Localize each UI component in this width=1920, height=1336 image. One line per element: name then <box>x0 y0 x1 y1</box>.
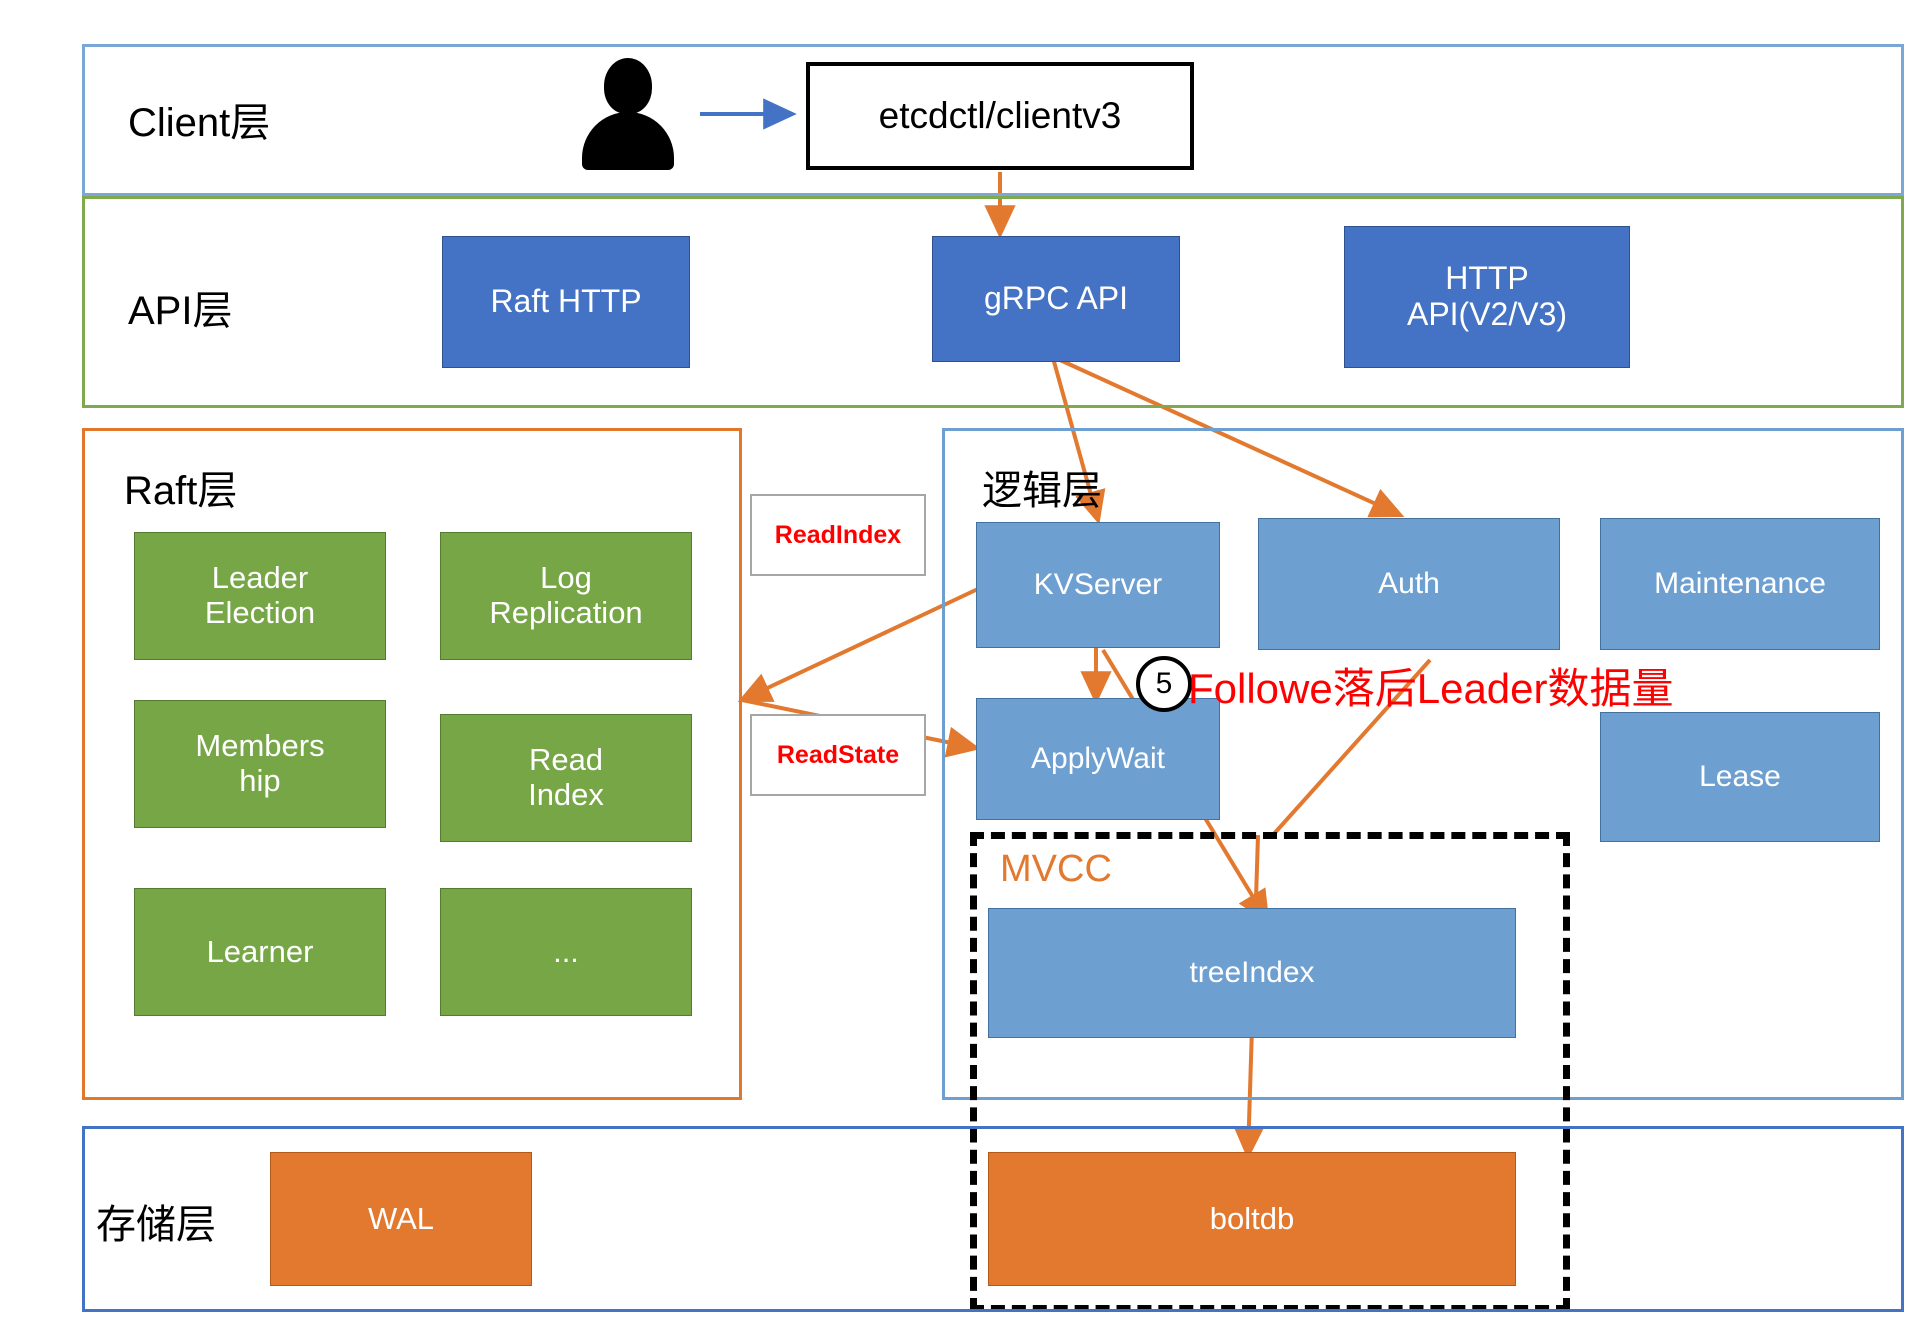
person-icon <box>578 58 678 170</box>
raft-node-learner[interactable]: Learner <box>134 888 386 1016</box>
logic-node-treeindex[interactable]: treeIndex <box>988 908 1516 1038</box>
raft-layer-container <box>82 428 742 1100</box>
person-body-icon <box>582 112 674 170</box>
logic-node-maintenance[interactable]: Maintenance <box>1600 518 1880 650</box>
annotation-step-number: 5 <box>1136 656 1192 712</box>
logic-node-kvserver[interactable]: KVServer <box>976 522 1220 648</box>
person-head-icon <box>604 58 652 114</box>
raft-node-membership[interactable]: Members hip <box>134 700 386 828</box>
raft-node-ellipsis[interactable]: ... <box>440 888 692 1016</box>
raft-layer-title: Raft层 <box>124 469 238 513</box>
mvcc-region <box>970 832 1570 1312</box>
tag-readstate: ReadState <box>750 714 926 796</box>
mvcc-label: MVCC <box>1000 848 1112 890</box>
etcdctl-client-box[interactable]: etcdctl/clientv3 <box>806 62 1194 170</box>
api-layer-container <box>82 196 1904 408</box>
raft-node-read-index[interactable]: Read Index <box>440 714 692 842</box>
raft-node-leader-election[interactable]: Leader Election <box>134 532 386 660</box>
storage-node-boltdb[interactable]: boltdb <box>988 1152 1516 1286</box>
logic-node-auth[interactable]: Auth <box>1258 518 1560 650</box>
api-node-http-api[interactable]: HTTP API(V2/V3) <box>1344 226 1630 368</box>
annotation-follower-lag-text: Followe落后Leader数据量 <box>1188 665 1674 712</box>
logic-layer-container <box>942 428 1904 1100</box>
tag-readindex: ReadIndex <box>750 494 926 576</box>
client-layer-title: Client层 <box>128 101 271 145</box>
storage-layer-container <box>82 1126 1904 1312</box>
raft-node-log-replication[interactable]: Log Replication <box>440 532 692 660</box>
storage-node-wal[interactable]: WAL <box>270 1152 532 1286</box>
logic-node-lease[interactable]: Lease <box>1600 712 1880 842</box>
api-node-raft-http[interactable]: Raft HTTP <box>442 236 690 368</box>
storage-layer-title: 存储层 <box>96 1203 216 1247</box>
client-layer-container <box>82 44 1904 196</box>
logic-layer-title: 逻辑层 <box>982 469 1102 513</box>
api-layer-title: API层 <box>128 289 233 333</box>
api-node-grpc-api[interactable]: gRPC API <box>932 236 1180 362</box>
logic-node-applywait[interactable]: ApplyWait <box>976 698 1220 820</box>
